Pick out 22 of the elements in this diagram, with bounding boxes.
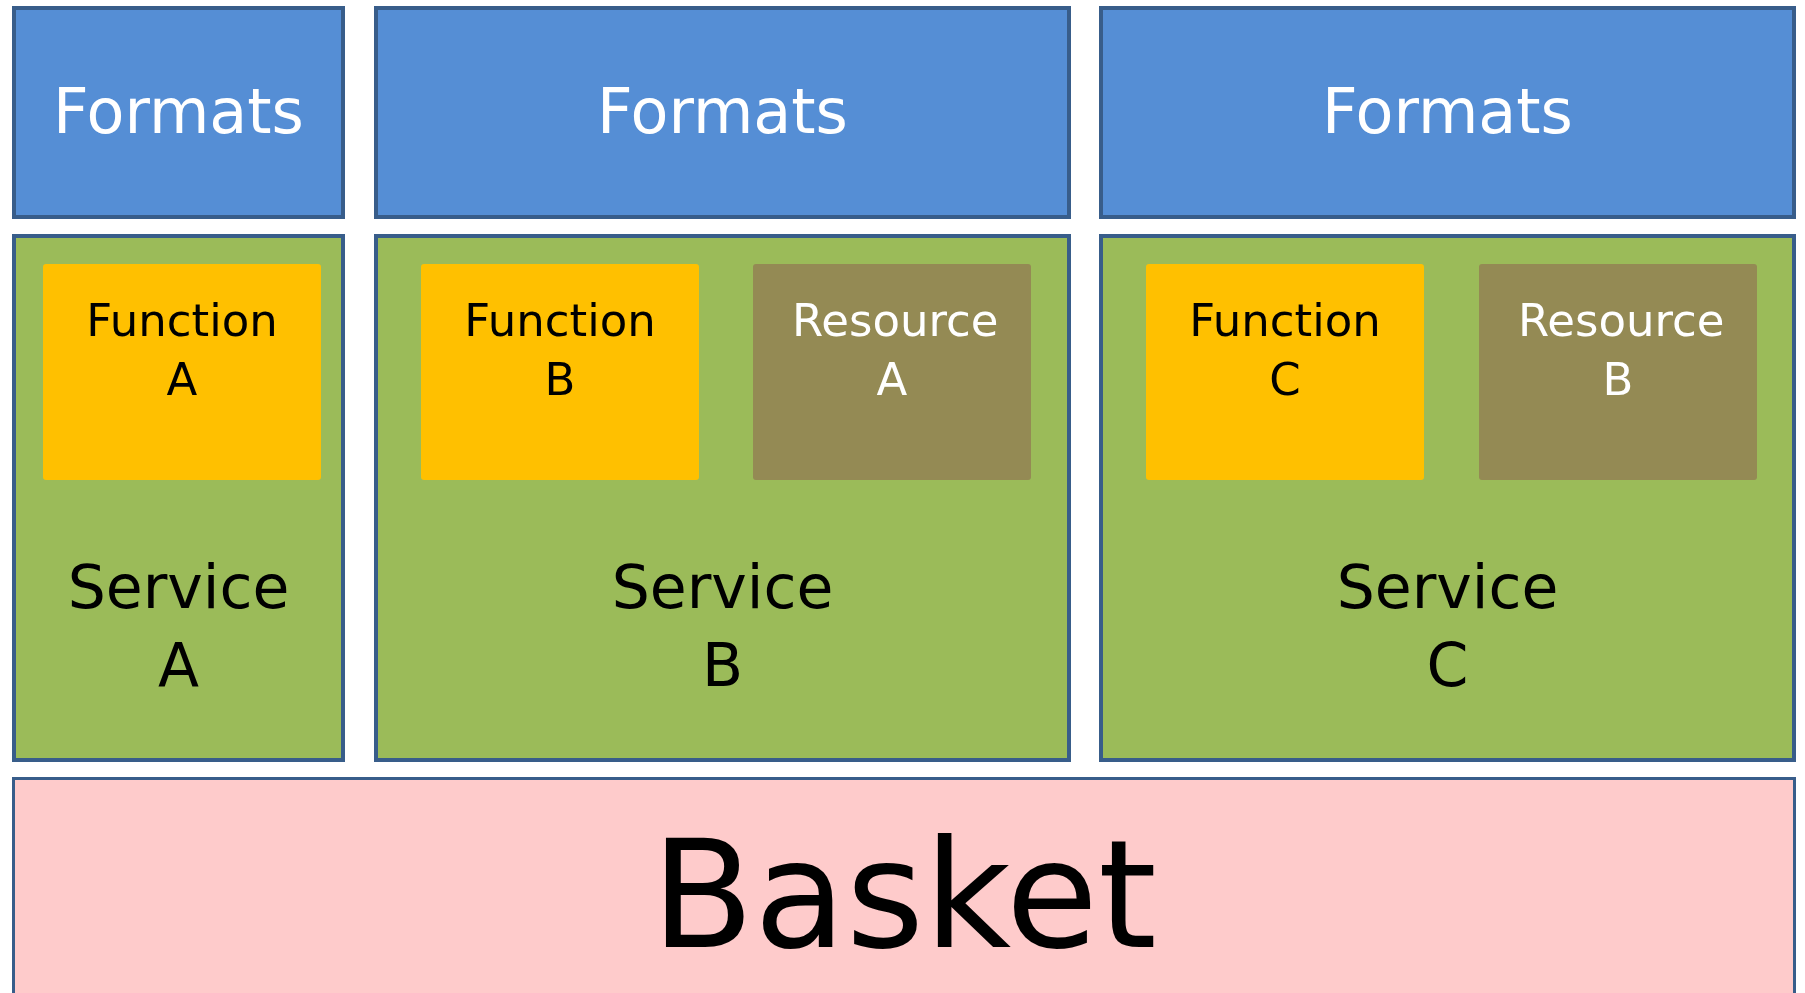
node-label: Function A xyxy=(85,293,279,408)
service-box xyxy=(374,234,1071,762)
node-label: Basket xyxy=(651,807,1157,984)
node-label: Function B xyxy=(463,293,657,408)
node-label: Service A xyxy=(66,551,291,702)
service-box xyxy=(1099,234,1796,762)
function-box xyxy=(43,264,321,480)
format-layer-box xyxy=(374,6,1071,219)
node-label: Formats xyxy=(53,74,304,151)
function-box xyxy=(1146,264,1424,480)
function-box xyxy=(421,264,699,480)
format-layer-box xyxy=(12,6,345,219)
node-label: Service C xyxy=(1335,551,1560,702)
service-box xyxy=(12,234,345,762)
node-label: Formats xyxy=(597,74,848,151)
format-layer-box xyxy=(1099,6,1796,219)
node-label: Service B xyxy=(610,551,835,702)
node-label: Formats xyxy=(1322,74,1573,151)
resource-box xyxy=(1479,264,1757,480)
resource-box xyxy=(753,264,1031,480)
node-label: Function C xyxy=(1188,293,1382,408)
basket-box xyxy=(12,777,1796,993)
